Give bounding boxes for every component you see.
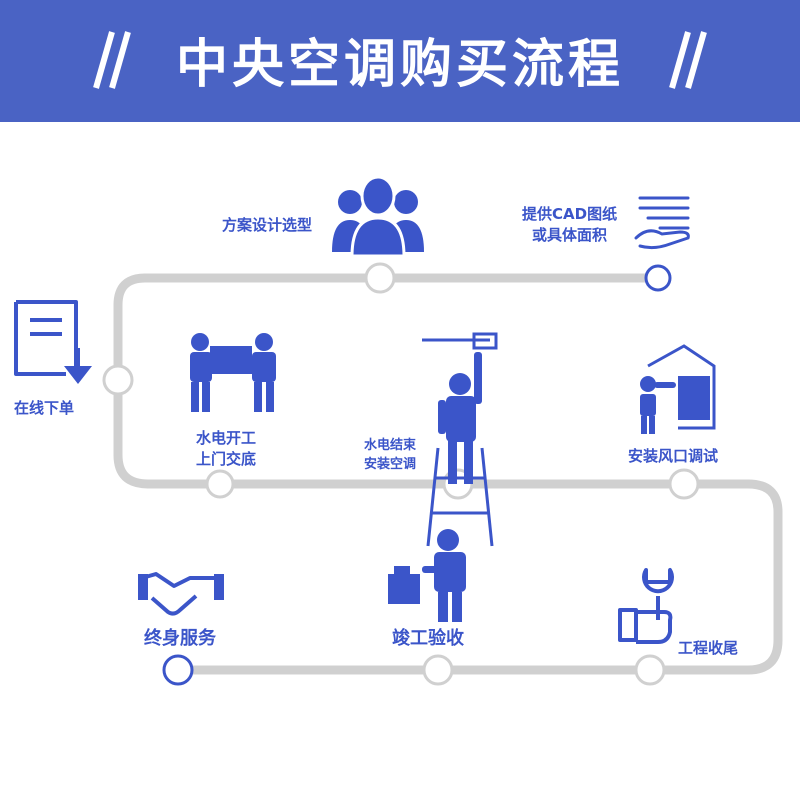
step-start-line2: 上门交底 [196,450,257,468]
step-finish-line2: 安装空调 [364,457,417,472]
document-hand-icon [634,196,690,250]
node-order [102,364,134,396]
step-start-line1: 水电开工 [196,429,257,447]
title-banner: 中央空调购买流程 [0,0,800,122]
wrench-hand-icon [618,568,674,644]
step-close-label: 工程收尾 [678,639,739,657]
node-start [205,469,235,499]
step-design-label: 方案设计选型 [222,216,313,234]
step-vent-label: 安装风口调试 [628,447,719,465]
step-service-label: 终身服务 [144,628,216,649]
order-document-icon [14,300,92,384]
node-provide [644,264,672,292]
house-install-icon [640,344,716,434]
node-design [364,262,396,294]
page-title: 中央空调购买流程 [175,35,624,95]
step-provide-label: 提供CAD图纸 或具体面积 [522,204,617,246]
left-slash-icon [93,31,131,89]
step-accept-label: 竣工验收 [392,628,464,649]
node-service [162,654,194,686]
step-start-label: 水电开工 上门交底 [196,428,256,470]
step-provide-line1: 提供CAD图纸 [522,205,618,223]
workers-carrying-icon [190,333,276,412]
team-icon [332,175,424,258]
node-vent [668,468,700,500]
step-order-label: 在线下单 [14,399,75,417]
node-close [634,654,666,686]
inspector-icon [388,529,466,622]
installer-ladder-icon [422,332,498,547]
step-provide-line2: 或具体面积 [532,226,608,244]
step-finish-label: 水电结束 安装空调 [364,436,416,474]
handshake-icon [138,572,224,616]
step-finish-line1: 水电结束 [364,438,417,453]
right-slash-icon [669,31,707,89]
node-accept [422,654,454,686]
